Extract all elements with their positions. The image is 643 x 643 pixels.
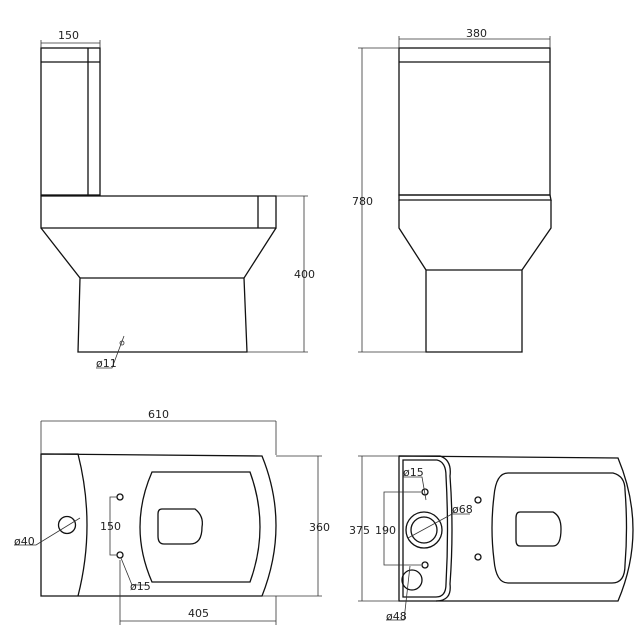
flush-valve-leader: ø68: [407, 503, 473, 539]
dimension-height: 400: [247, 195, 315, 353]
front-view: 380 780: [352, 27, 552, 353]
svg-text:610: 610: [148, 408, 169, 421]
dimension-length: 610: [40, 408, 277, 455]
svg-text:ø15: ø15: [403, 466, 424, 479]
svg-text:ø48: ø48: [386, 610, 407, 623]
svg-text:190: 190: [375, 524, 396, 537]
svg-text:150: 150: [100, 520, 121, 533]
dimension-outlet-distance: 405: [119, 560, 277, 625]
dimension-total-height: 780: [352, 47, 426, 353]
dimension-depth: 375: [349, 455, 399, 602]
fixing-hole-leader: ø15: [120, 557, 151, 593]
plan-view: 610 360 405 150 ø15 ø40: [14, 408, 330, 625]
svg-text:ø68: ø68: [452, 503, 473, 516]
svg-text:405: 405: [188, 607, 209, 620]
svg-text:780: 780: [352, 195, 373, 208]
svg-text:ø15: ø15: [130, 580, 151, 593]
dimension-width: 380: [398, 27, 551, 48]
svg-text:ø40: ø40: [14, 535, 35, 548]
fixing-hole-leader: ø15: [403, 466, 427, 501]
outlet-leader: ø11: [96, 335, 125, 370]
inlet-leader: ø48: [386, 565, 411, 623]
dimension-width: 360: [262, 455, 330, 597]
side-view: 150 400 ø11: [40, 29, 315, 370]
svg-text:150: 150: [58, 29, 79, 42]
waste-leader: ø40: [14, 517, 81, 548]
svg-text:375: 375: [349, 524, 370, 537]
tank-plan-view: 375 190 ø15 ø68 ø48: [349, 455, 634, 623]
svg-text:ø11: ø11: [96, 357, 117, 370]
dimension-spacing: 190: [375, 491, 421, 566]
dimension-tank-depth: 150: [40, 29, 101, 48]
dimension-fixing-spacing: 150: [100, 496, 121, 556]
svg-text:400: 400: [294, 268, 315, 281]
svg-text:360: 360: [309, 521, 330, 534]
svg-text:380: 380: [466, 27, 487, 40]
